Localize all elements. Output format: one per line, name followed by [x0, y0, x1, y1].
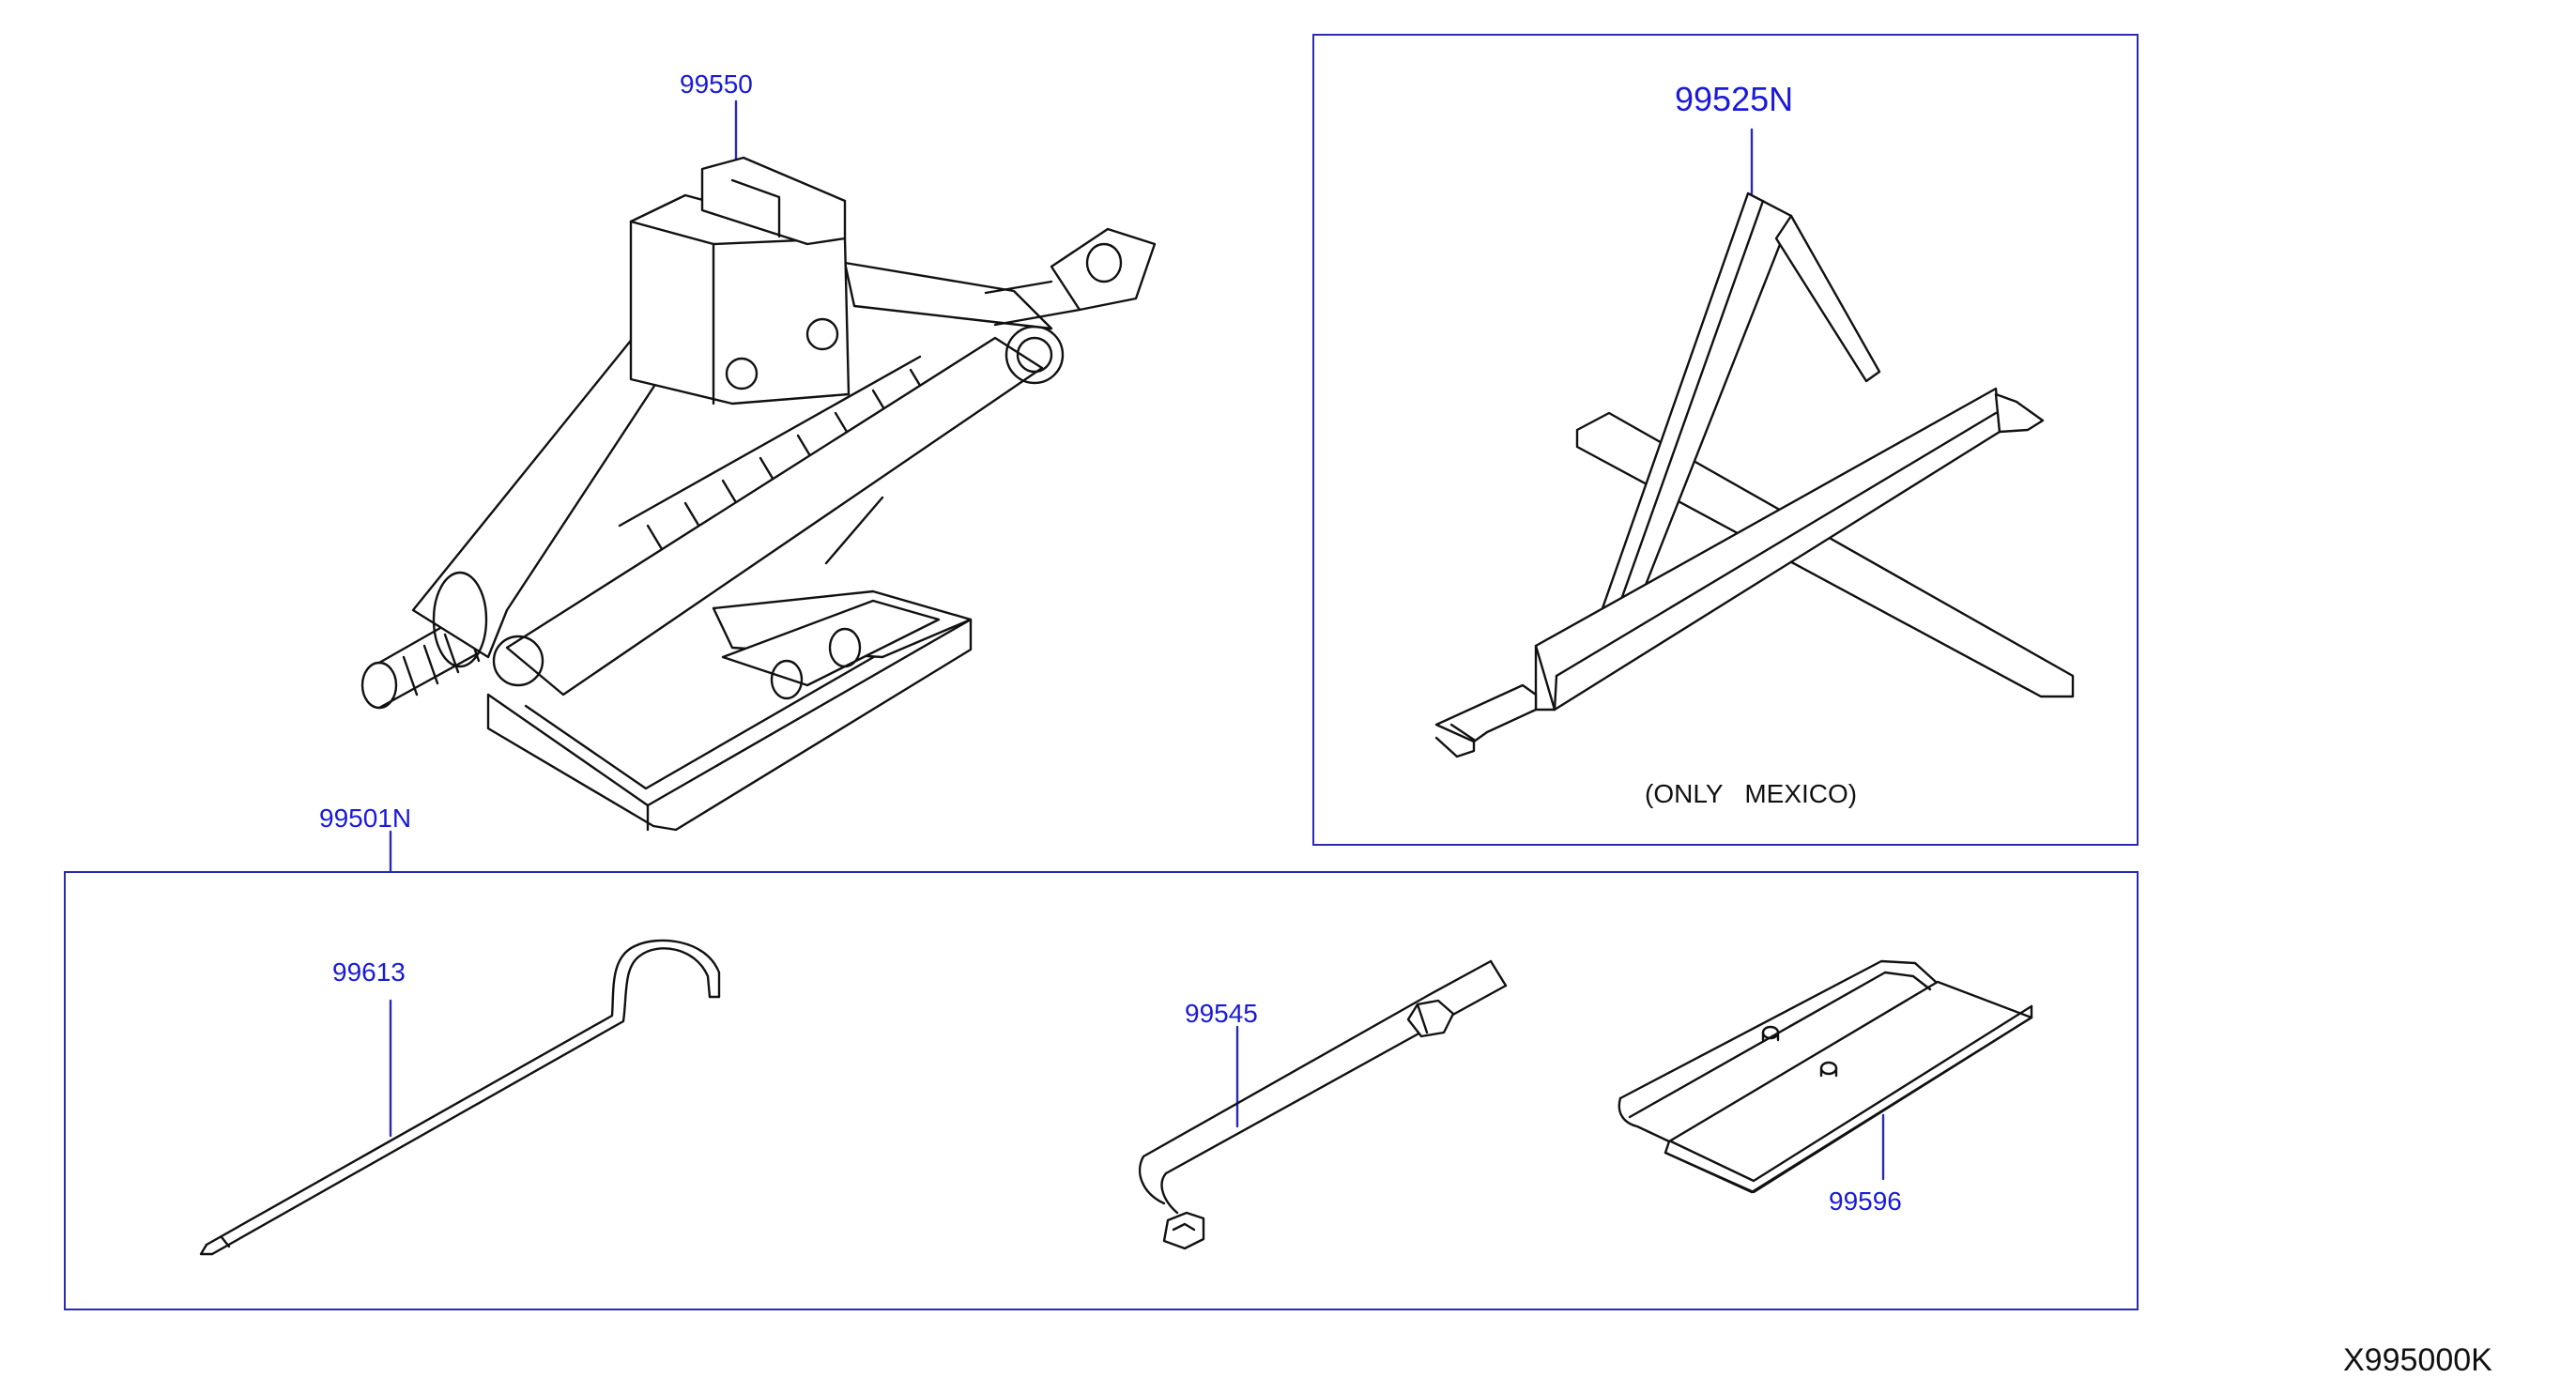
tool-kit-frame — [64, 871, 2139, 1310]
part-label-99545[interactable]: 99545 — [1185, 999, 1258, 1028]
part-label-99550[interactable]: 99550 — [680, 69, 753, 99]
scissor-jack-drawing — [360, 156, 1157, 832]
part-label-99596[interactable]: 99596 — [1829, 1186, 1902, 1216]
part-label-99525n[interactable]: 99525N — [1675, 80, 1794, 118]
jack-stand-drawing — [1434, 191, 2075, 758]
wheel-wrench-drawing — [1139, 959, 1508, 1250]
mexico-stand-frame — [1312, 34, 2139, 846]
only-mexico-note: (ONLY MEXICO) — [1645, 779, 1858, 808]
part-label-99501n[interactable]: 99501N — [319, 804, 412, 833]
illustration-code: X995000K — [2343, 1342, 2492, 1378]
tool-bag-drawing — [1618, 959, 2033, 1194]
jack-handle-drawing — [199, 939, 721, 1256]
part-label-99613[interactable]: 99613 — [332, 957, 406, 987]
